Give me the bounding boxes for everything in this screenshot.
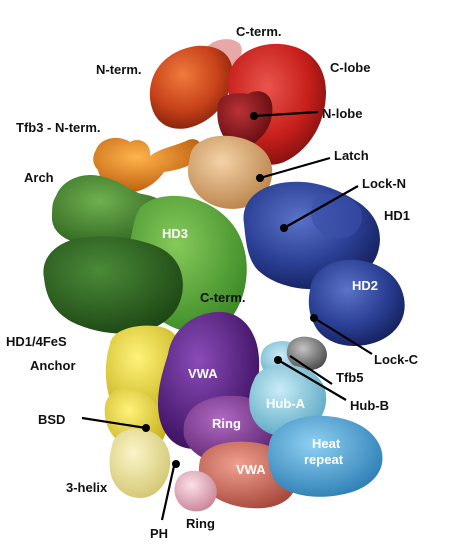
leader-bsd <box>81 416 147 430</box>
leader-lines <box>81 110 373 521</box>
label-c-lobe: C-lobe <box>330 60 370 75</box>
heat-repeat-domain <box>268 415 383 497</box>
label-hd1: HD1 <box>384 208 410 223</box>
tfb3-domain <box>93 137 203 193</box>
label-three-helix: 3-helix <box>66 480 108 495</box>
hd2-domain <box>308 259 405 346</box>
label-lock-n: Lock-N <box>362 176 406 191</box>
leader-hub-b <box>277 359 347 401</box>
latch-domain <box>188 135 273 209</box>
label-hd2: HD2 <box>352 278 378 293</box>
label-hub-a: Hub-A <box>266 396 306 411</box>
label-hd3: HD3 <box>162 226 188 241</box>
label-ph: PH <box>150 526 168 541</box>
leader-n-lobe <box>253 110 319 118</box>
leader-dot-lock-c <box>310 314 318 322</box>
leader-dot-hub-b <box>274 356 282 364</box>
label-n-term: N-term. <box>96 62 142 77</box>
leader-lock-c <box>313 317 373 355</box>
leader-dot-ph <box>172 460 180 468</box>
leader-latch <box>259 156 331 180</box>
arch-lower-domain <box>43 236 183 334</box>
leader-dot-latch <box>256 174 264 182</box>
label-anchor: Anchor <box>30 358 76 373</box>
leader-ph <box>160 465 176 521</box>
three-helix-domain <box>109 428 171 498</box>
label-latch: Latch <box>334 148 369 163</box>
label-ring-upper: Ring <box>212 416 241 431</box>
label-hd1-4fes: HD1/4FeS <box>6 334 67 349</box>
label-lock-c: Lock-C <box>374 352 419 367</box>
leader-dot-bsd <box>142 424 150 432</box>
label-vwa-lower: VWA <box>236 462 266 477</box>
label-bsd: BSD <box>38 412 65 427</box>
label-c-term-mid: C-term. <box>200 290 246 305</box>
label-c-term-top: C-term. <box>236 24 282 39</box>
label-ring-lower: Ring <box>186 516 215 531</box>
label-heat: Heat <box>312 436 341 451</box>
label-tfb5: Tfb5 <box>336 370 363 385</box>
n-lobe-domain <box>217 91 273 149</box>
ring-lower-domain <box>174 470 217 512</box>
leader-tfb5 <box>289 355 333 385</box>
label-vwa-upper: VWA <box>188 366 218 381</box>
label-tfb3-n-term: Tfb3 - N-term. <box>16 120 101 135</box>
label-repeat: repeat <box>304 452 344 467</box>
leader-dot-lock-n <box>280 224 288 232</box>
n-term-domain <box>149 45 233 129</box>
label-arch: Arch <box>24 170 54 185</box>
leader-lock-n <box>283 185 359 229</box>
leader-dot-n-lobe <box>250 112 258 120</box>
label-hub-b: Hub-B <box>350 398 389 413</box>
label-n-lobe: N-lobe <box>322 106 362 121</box>
